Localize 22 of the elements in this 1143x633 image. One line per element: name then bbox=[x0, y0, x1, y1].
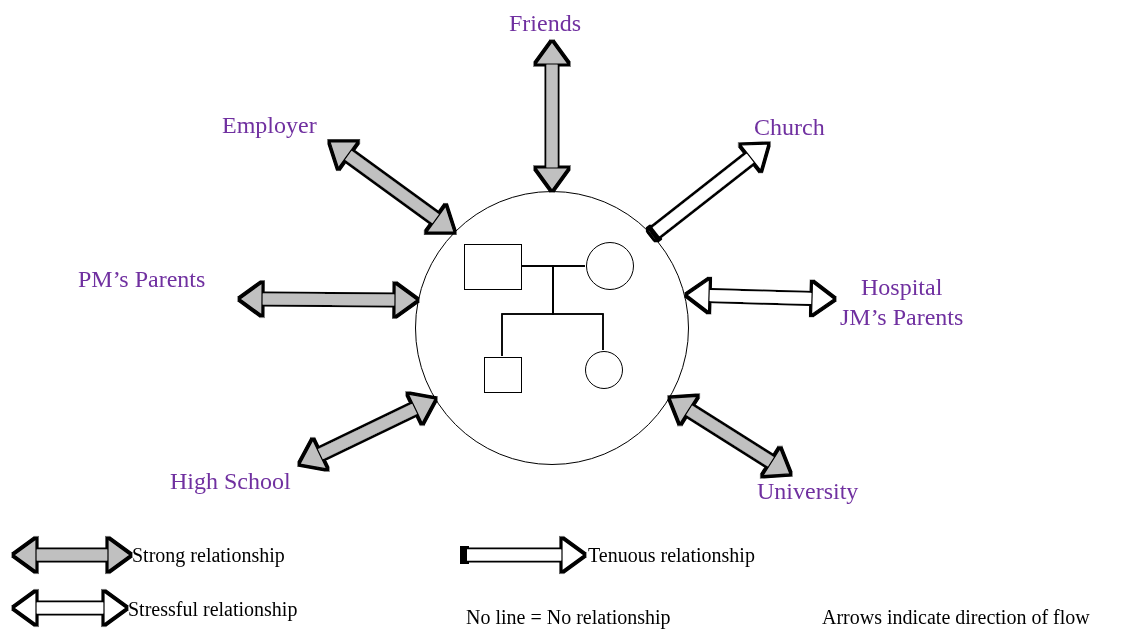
agency-label: Friends bbox=[505, 6, 585, 40]
block-arrow bbox=[669, 395, 791, 477]
agency-label: Hospital JM’s Parents bbox=[836, 270, 968, 334]
legend-text: Stressful relationship bbox=[128, 597, 298, 621]
note-text: Arrows indicate direction of flow bbox=[822, 605, 1090, 629]
block-arrow bbox=[535, 41, 569, 191]
block-arrow bbox=[239, 282, 418, 317]
legend-text: Strong relationship bbox=[132, 543, 285, 567]
block-arrow bbox=[299, 393, 436, 470]
block-arrow bbox=[329, 141, 455, 233]
block-arrow bbox=[647, 143, 769, 241]
note-text: No line = No relationship bbox=[466, 605, 671, 629]
agency-label: Employer bbox=[218, 108, 321, 142]
square-symbol bbox=[464, 244, 522, 290]
square-symbol bbox=[484, 357, 522, 393]
agency-label: Church bbox=[750, 110, 829, 144]
agency-label: PM’s Parents bbox=[74, 262, 210, 296]
agency-label: University bbox=[753, 474, 863, 508]
block-arrow bbox=[686, 279, 835, 315]
agency-label: High School bbox=[166, 464, 295, 498]
legend-text: Tenuous relationship bbox=[588, 543, 755, 567]
family-line bbox=[552, 265, 604, 351]
